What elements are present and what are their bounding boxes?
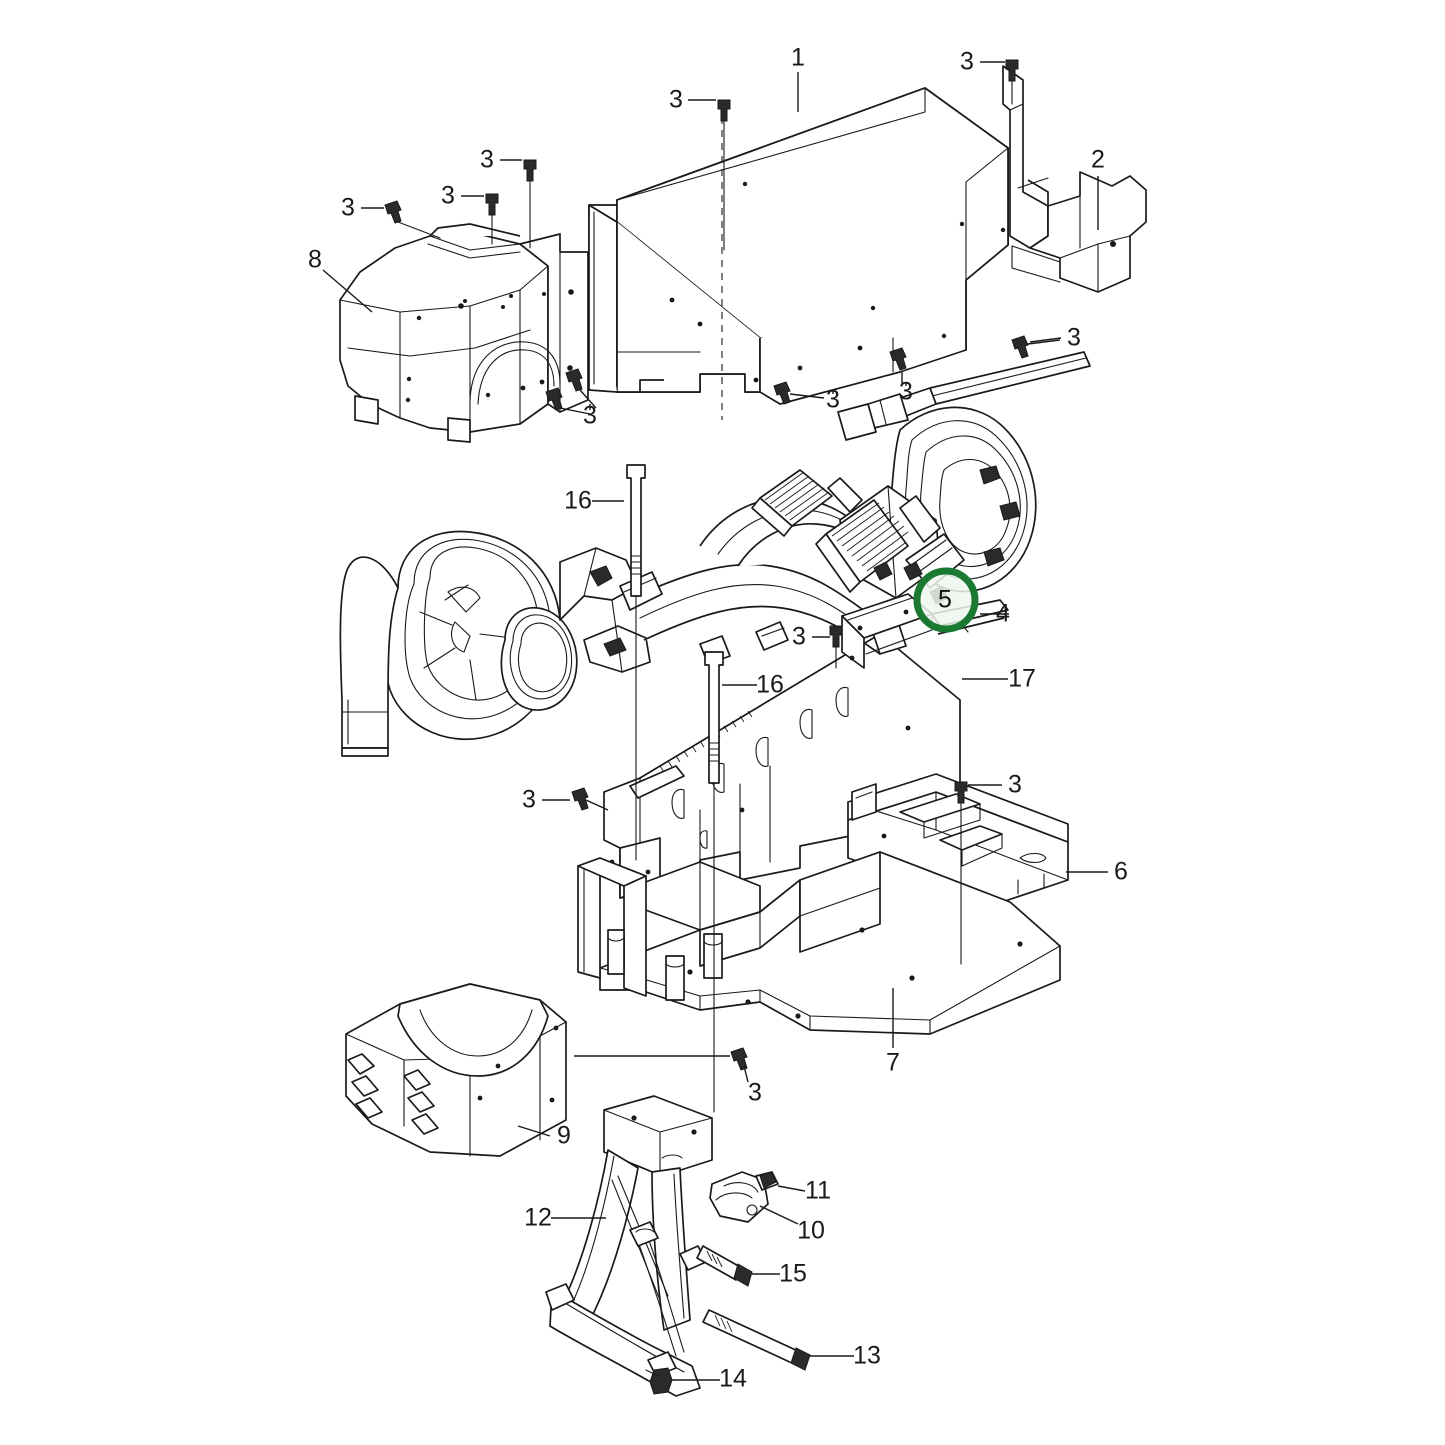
part-8-front-cover-shield <box>339 223 589 443</box>
part-2-rear-bracket-plate <box>1002 65 1147 293</box>
callout-label-2: 2 <box>1091 145 1105 174</box>
callout-label-8: 8 <box>308 245 322 274</box>
part-1-main-shield-housing <box>588 87 1009 420</box>
callout-label-12: 12 <box>524 1203 552 1232</box>
callout-label-11: 11 <box>805 1176 831 1205</box>
callout-label-3: 3 <box>441 181 455 210</box>
callout-label-16: 16 <box>756 670 784 699</box>
parts-13-14-15-fasteners <box>645 1245 854 1395</box>
callout-label-15: 15 <box>779 1259 807 1288</box>
callout-label-3: 3 <box>792 622 806 651</box>
callout-label-3: 3 <box>960 47 974 76</box>
part-3-bolts <box>384 59 1061 1083</box>
callout-label-3: 3 <box>1067 323 1081 352</box>
callout-label-14: 14 <box>719 1364 747 1393</box>
callout-label-6: 6 <box>1114 857 1128 886</box>
highlight-circle-5 <box>913 567 979 633</box>
bellows-upper-left <box>751 469 863 537</box>
callout-label-4: 4 <box>996 599 1010 628</box>
part-12-support-leg-frame <box>545 1095 713 1397</box>
callout-label-3: 3 <box>826 385 840 414</box>
callout-label-10: 10 <box>797 1216 825 1245</box>
callout-label-3: 3 <box>480 145 494 174</box>
callout-leader-lines <box>322 61 1108 1225</box>
callout-label-16: 16 <box>564 486 592 515</box>
callout-label-17: 17 <box>1008 664 1036 693</box>
callout-label-3: 3 <box>899 377 913 406</box>
part-16-long-bolts <box>626 464 724 1113</box>
callout-label-5: 5 <box>938 585 952 614</box>
callout-label-3: 3 <box>669 85 683 114</box>
bellows-lower-main <box>815 495 941 593</box>
callout-label-1: 1 <box>791 43 805 72</box>
callout-label-3: 3 <box>522 785 536 814</box>
callout-label-13: 13 <box>853 1341 881 1370</box>
callout-label-3: 3 <box>583 401 597 430</box>
callout-label-3: 3 <box>748 1078 762 1107</box>
part-10-and-11-clamp <box>709 1171 779 1223</box>
callout-label-3: 3 <box>1008 770 1022 799</box>
callout-label-9: 9 <box>557 1121 571 1150</box>
turbocharger-and-piping-assembly <box>339 351 1091 799</box>
part-9-lower-housing-cradle <box>345 983 567 1157</box>
callout-label-7: 7 <box>886 1048 900 1077</box>
part-7-base-mounting-plate <box>577 851 1061 1035</box>
callout-label-3: 3 <box>341 193 355 222</box>
